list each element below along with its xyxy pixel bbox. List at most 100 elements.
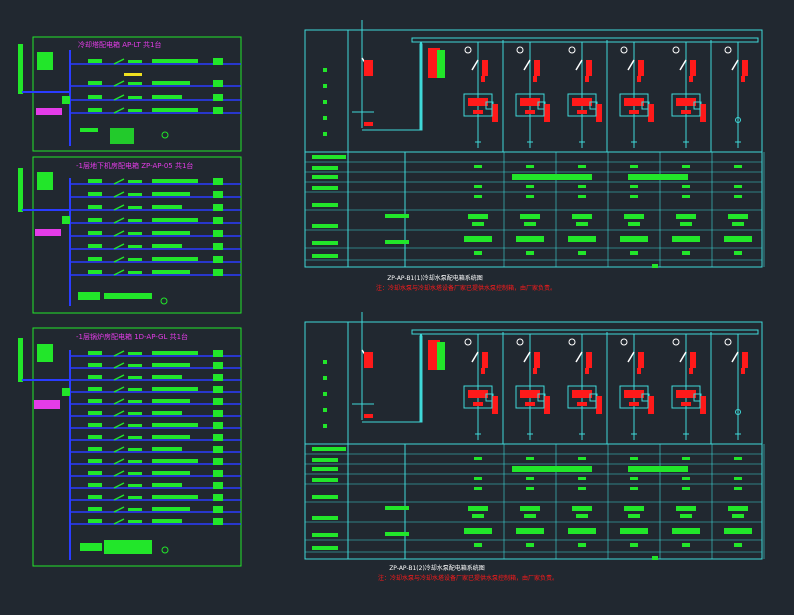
contactor bbox=[676, 390, 696, 398]
busbar bbox=[411, 329, 759, 335]
load-label bbox=[213, 350, 223, 357]
overload bbox=[525, 402, 535, 406]
switch-symbol bbox=[113, 204, 125, 211]
cable-label bbox=[152, 95, 182, 99]
panel-title: 冷却塔配电箱 AP-LT 共1台 bbox=[78, 40, 162, 49]
feeder-breaker-tab bbox=[585, 368, 589, 374]
surge-label bbox=[437, 50, 445, 78]
feeder-breaker bbox=[586, 60, 592, 76]
feeder-breaker bbox=[742, 60, 748, 76]
spare-label bbox=[80, 128, 98, 132]
cell-value bbox=[630, 543, 638, 547]
cell-value bbox=[474, 185, 482, 188]
cell-value bbox=[474, 457, 482, 460]
cell-value bbox=[468, 506, 488, 511]
label-dot bbox=[323, 408, 327, 412]
device-label bbox=[128, 219, 142, 222]
load-label bbox=[213, 410, 223, 417]
cell-value bbox=[385, 214, 409, 218]
cable-label bbox=[152, 423, 198, 427]
feeder-breaker bbox=[690, 60, 696, 76]
cell-value bbox=[472, 222, 484, 226]
switch-symbol bbox=[113, 94, 125, 101]
cable-label bbox=[152, 495, 198, 499]
cell-value bbox=[474, 477, 482, 480]
cable-label bbox=[152, 179, 198, 183]
label-dot bbox=[323, 116, 327, 120]
feeder-breaker bbox=[534, 60, 540, 76]
switch-symbol bbox=[113, 518, 125, 525]
cell-value bbox=[578, 543, 586, 547]
device-label bbox=[128, 400, 142, 403]
overload bbox=[629, 110, 639, 114]
breaker-label bbox=[88, 447, 102, 451]
cell-value bbox=[568, 236, 596, 242]
ground-symbol bbox=[161, 546, 169, 554]
cell-value bbox=[628, 514, 640, 518]
cell-value bbox=[680, 222, 692, 226]
switch-symbol bbox=[113, 269, 125, 276]
left-panel-1: 冷却塔配电箱 AP-LT 共1台 bbox=[18, 36, 242, 152]
feeder-breaker-tab bbox=[533, 368, 537, 374]
breaker-label bbox=[88, 244, 102, 248]
load-label bbox=[213, 506, 223, 513]
breaker-label bbox=[88, 519, 102, 523]
contactor bbox=[520, 98, 540, 106]
cell-value bbox=[734, 543, 742, 547]
cell-value bbox=[516, 528, 544, 534]
label-dot bbox=[323, 392, 327, 396]
load-label bbox=[213, 386, 223, 393]
device-label bbox=[128, 232, 142, 235]
cell-value bbox=[734, 165, 742, 168]
panel-title: -1层地下机房配电箱 ZP-AP-05 共1台 bbox=[76, 161, 193, 170]
meter-block bbox=[364, 122, 373, 126]
cell-value bbox=[682, 477, 690, 480]
cell-value bbox=[682, 195, 690, 198]
device-label bbox=[128, 412, 142, 415]
row-label bbox=[312, 224, 338, 228]
breaker-label bbox=[88, 108, 102, 112]
switch-symbol bbox=[113, 350, 125, 357]
cell-value bbox=[578, 487, 586, 490]
cell-value bbox=[526, 477, 534, 480]
starter-frame bbox=[671, 385, 701, 409]
feeder-switch bbox=[523, 59, 531, 71]
cable-label bbox=[152, 192, 190, 196]
switch-symbol bbox=[113, 374, 125, 381]
device-label bbox=[128, 448, 142, 451]
cable-label bbox=[152, 411, 182, 415]
ground-symbol bbox=[161, 131, 169, 139]
cell-value bbox=[682, 457, 690, 460]
cell-value bbox=[474, 251, 482, 255]
breaker-label bbox=[88, 231, 102, 235]
contactor bbox=[624, 98, 644, 106]
row-label bbox=[312, 516, 338, 520]
overload bbox=[629, 402, 639, 406]
row-label bbox=[312, 478, 338, 482]
row-label bbox=[312, 186, 338, 190]
feeder-switch bbox=[523, 351, 531, 363]
meter-block bbox=[35, 229, 61, 236]
cell-value bbox=[682, 543, 690, 547]
cell-value bbox=[576, 222, 588, 226]
cell-value bbox=[464, 528, 492, 534]
cell-value bbox=[652, 264, 658, 268]
device-label bbox=[128, 271, 142, 274]
load-label bbox=[213, 362, 223, 369]
feeder-number-circle bbox=[672, 46, 680, 54]
device-label bbox=[128, 206, 142, 209]
control-block bbox=[544, 104, 550, 122]
spare-label bbox=[80, 543, 102, 551]
load-label bbox=[213, 434, 223, 441]
group-header-bar bbox=[512, 466, 592, 472]
cell-value bbox=[624, 214, 644, 219]
feeder-breaker-tab bbox=[741, 368, 745, 374]
device-label bbox=[128, 484, 142, 487]
cell-value bbox=[724, 236, 752, 242]
switch-symbol bbox=[113, 217, 125, 224]
breaker-symbol bbox=[62, 96, 70, 104]
load-label bbox=[213, 217, 223, 224]
feeder-breaker bbox=[638, 352, 644, 368]
yellow-marker bbox=[124, 73, 142, 76]
row-label bbox=[312, 203, 338, 207]
